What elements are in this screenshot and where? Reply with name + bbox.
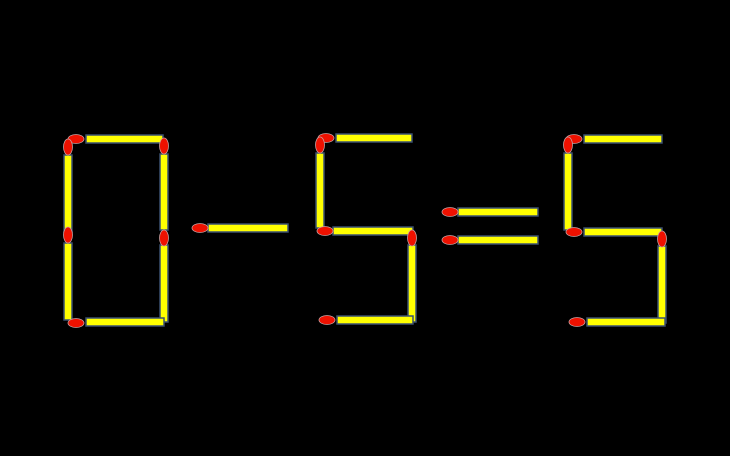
match-stick [457, 235, 539, 245]
match-stick [85, 317, 165, 327]
match-head [159, 137, 169, 155]
matchstick[interactable] [159, 229, 169, 323]
match-stick [563, 152, 573, 231]
matchstick[interactable] [563, 136, 573, 231]
equals-sign [441, 207, 539, 245]
match-head [407, 229, 417, 247]
match-stick [63, 242, 73, 321]
match-head [159, 229, 169, 247]
match-stick [63, 154, 73, 233]
match-stick [207, 223, 289, 233]
digit-five [315, 133, 417, 325]
match-stick [583, 227, 663, 237]
match-stick [586, 317, 666, 327]
matchstick[interactable] [63, 226, 73, 321]
match-head [568, 317, 586, 327]
match-head [67, 318, 85, 328]
match-stick [332, 226, 414, 236]
matchstick[interactable] [67, 134, 164, 144]
match-head [565, 227, 583, 237]
match-head [316, 226, 334, 236]
matchstick[interactable] [441, 235, 539, 245]
match-stick [336, 315, 414, 325]
match-head [563, 136, 573, 154]
matchstick[interactable] [67, 317, 165, 328]
match-head [657, 230, 667, 248]
match-head [191, 223, 209, 233]
matchstick[interactable] [63, 138, 73, 233]
matchstick[interactable] [191, 223, 289, 233]
match-head [318, 315, 336, 325]
matchstick[interactable] [317, 133, 413, 143]
matchstick[interactable] [441, 207, 539, 217]
match-head [315, 136, 325, 154]
match-stick [85, 134, 164, 144]
match-head [63, 226, 73, 244]
digit-zero [63, 134, 169, 328]
matchstick[interactable] [565, 134, 663, 144]
matchstick[interactable] [318, 315, 414, 325]
matchstick[interactable] [407, 229, 417, 323]
match-stick [457, 207, 539, 217]
match-head [441, 235, 459, 245]
match-stick [583, 134, 663, 144]
match-stick [407, 244, 417, 323]
matchstick[interactable] [565, 227, 663, 237]
match-head [63, 138, 73, 156]
matchstick[interactable] [568, 317, 666, 327]
matchstick[interactable] [657, 230, 667, 324]
match-stick [335, 133, 413, 143]
matchstick[interactable] [316, 226, 414, 236]
match-stick [159, 153, 169, 231]
match-stick [657, 245, 667, 324]
digit-five-result [563, 134, 667, 327]
minus-sign [191, 223, 289, 233]
match-head [441, 207, 459, 217]
match-stick [315, 152, 325, 229]
match-stick [159, 244, 169, 323]
matchstick[interactable] [315, 136, 325, 229]
matchstick[interactable] [159, 137, 169, 231]
